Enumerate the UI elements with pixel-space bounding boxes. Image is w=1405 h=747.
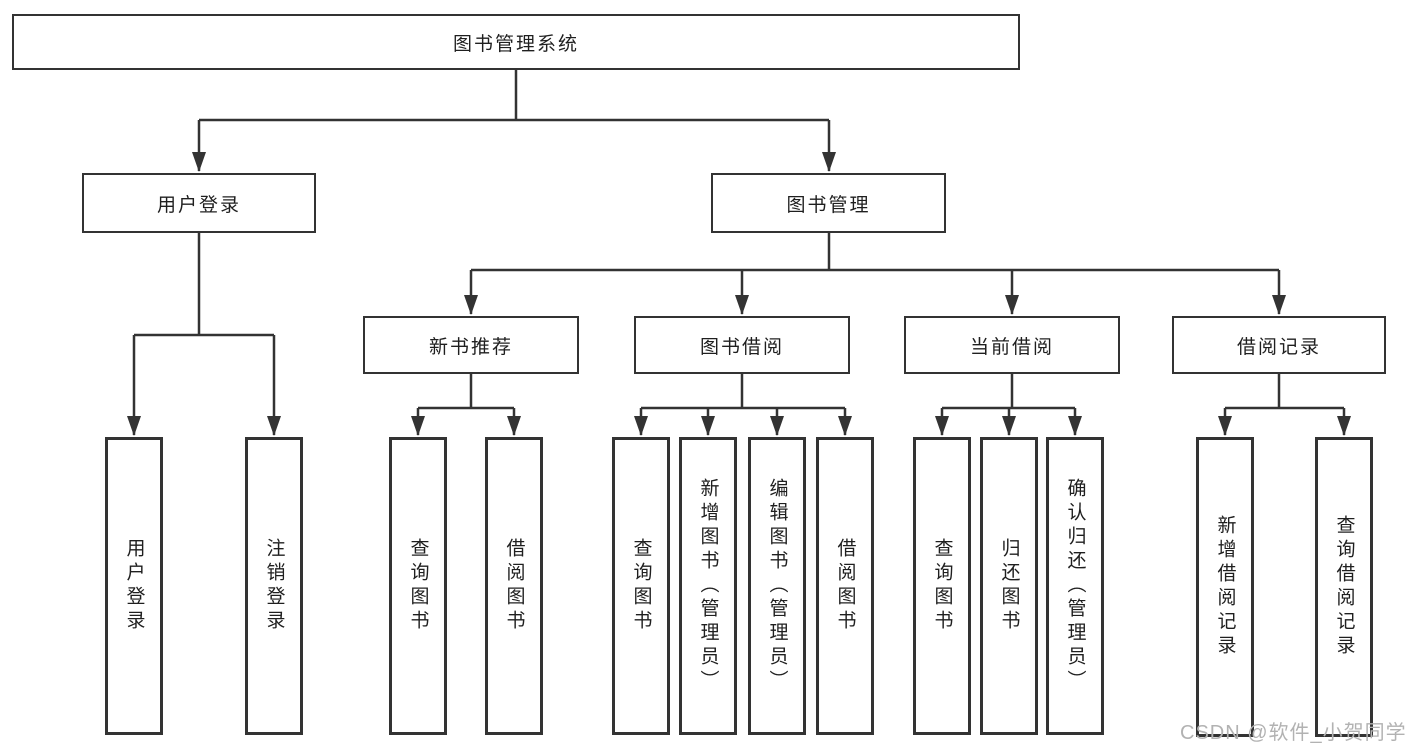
leaf-add-book-admin: 新增图书（管理员） [679,437,737,735]
leaf-query-books-current: 查询图书 [913,437,971,735]
leaf-borrow-books-recommend: 借阅图书 [485,437,543,735]
leaf-return-book: 归还图书 [980,437,1038,735]
csdn-watermark: CSDN @软件_小贺同学 [1180,722,1405,744]
node-book-borrow: 图书借阅 [634,316,850,374]
leaf-borrow-books: 借阅图书 [816,437,874,735]
leaf-confirm-return-admin: 确认归还（管理员） [1046,437,1104,735]
leaf-logout: 注销登录 [245,437,303,735]
leaf-user-login: 用户登录 [105,437,163,735]
node-library-system: 图书管理系统 [12,14,1020,70]
leaf-add-borrow-record: 新增借阅记录 [1196,437,1254,737]
node-book-management: 图书管理 [711,173,946,233]
leaf-query-borrow-record: 查询借阅记录 [1315,437,1373,737]
node-current-borrow: 当前借阅 [904,316,1120,374]
leaf-query-books-borrow: 查询图书 [612,437,670,735]
leaf-query-books-recommend: 查询图书 [389,437,447,735]
node-user-login: 用户登录 [82,173,316,233]
node-borrow-records: 借阅记录 [1172,316,1386,374]
node-new-book-recommend: 新书推荐 [363,316,579,374]
leaf-edit-book-admin: 编辑图书（管理员） [748,437,806,735]
